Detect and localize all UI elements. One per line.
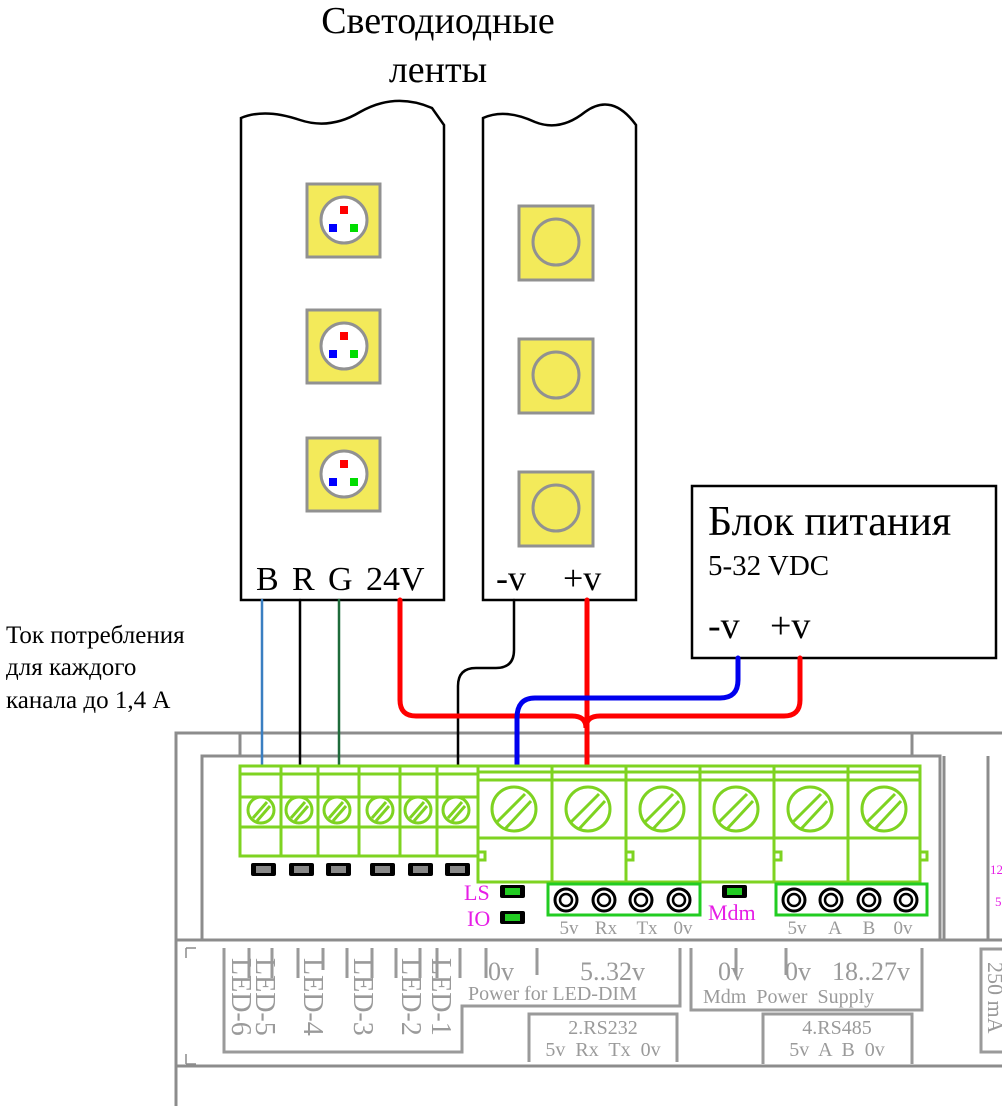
label-panel: LED-6 LED-5 LED-4 LED-3 LED-2 LED-1 0v 5… bbox=[222, 947, 1002, 1064]
rs232-pin-label-0v: 0v bbox=[674, 918, 694, 939]
screw-small-2 bbox=[284, 795, 314, 825]
io-label: IO bbox=[467, 906, 490, 931]
screw-small-3 bbox=[322, 795, 352, 825]
power-supply-title: Блок питания bbox=[708, 499, 951, 545]
screw-large-3 bbox=[638, 785, 686, 833]
green-die bbox=[350, 224, 358, 232]
label-plus-v: +v bbox=[563, 558, 601, 598]
rs232-pin-label-rx: Rx bbox=[595, 918, 618, 939]
label-minus-v: -v bbox=[496, 558, 526, 598]
rs485-pin-a bbox=[818, 887, 844, 913]
rs232-pin-rx bbox=[591, 887, 617, 913]
rgb-led-strip: B R G 24V bbox=[239, 99, 446, 602]
label-r: R bbox=[292, 561, 315, 598]
screw-large-4 bbox=[712, 785, 760, 833]
screw-large-2 bbox=[564, 785, 612, 833]
status-indicators: LS IO Mdm bbox=[464, 880, 756, 931]
rs485-pin-5v bbox=[781, 887, 807, 913]
led-dim-range: 5..32v bbox=[580, 957, 645, 986]
blue-die bbox=[329, 224, 337, 232]
screw-large-6 bbox=[860, 785, 908, 833]
mdm-0v-1: 0v bbox=[718, 957, 744, 986]
red-die bbox=[340, 206, 348, 214]
rs485-pin-label-0v: 0v bbox=[894, 918, 914, 939]
power-supply-box: Блок питания 5-32 VDC -v +v bbox=[690, 484, 998, 660]
note-line-1: Ток потребления bbox=[6, 622, 185, 649]
current-note: Ток потребления для каждого канала до 1,… bbox=[6, 622, 185, 714]
ps-minus-label: -v bbox=[708, 605, 740, 647]
note-line-2: для каждого bbox=[6, 654, 136, 681]
smd-led-3 bbox=[326, 863, 351, 876]
side-label-12: 12 bbox=[990, 862, 1002, 877]
mdm-0v-2: 0v bbox=[785, 957, 811, 986]
rs232-pin-5v bbox=[553, 887, 579, 913]
ls-label: LS bbox=[464, 880, 490, 905]
mdm-power-caption: Mdm Power Supply bbox=[703, 986, 874, 1008]
ls-led bbox=[500, 885, 525, 898]
rs485-box-pins: 5v A B 0v bbox=[789, 1039, 885, 1061]
ps-plus-label: +v bbox=[770, 605, 810, 647]
rs232-pin-label-5v: 5v bbox=[560, 918, 580, 939]
rs232-box-pins: 5v Rx Tx 0v bbox=[545, 1039, 660, 1061]
wire-negative bbox=[514, 655, 741, 769]
title-line-2: ленты bbox=[389, 49, 487, 91]
rs485-box-title: 4.RS485 bbox=[802, 1017, 871, 1039]
screw-small-5 bbox=[403, 795, 433, 825]
rs232-pin-label-tx: Tx bbox=[636, 918, 658, 939]
rs485-pin-b bbox=[856, 887, 882, 913]
mdm-label: Mdm bbox=[708, 900, 756, 925]
channel-label-led-2: LED-2 bbox=[395, 958, 426, 1036]
rs232-box-title: 2.RS232 bbox=[568, 1017, 637, 1039]
terminal-block bbox=[238, 764, 929, 884]
title-line-1: Светодиодные bbox=[321, 0, 555, 42]
controller-housing bbox=[174, 731, 1002, 1106]
screw-large-1 bbox=[490, 785, 538, 833]
rs485-pin-0v bbox=[893, 887, 919, 913]
wire-white-minus bbox=[456, 598, 516, 768]
led-dim-caption: Power for LED-DIM bbox=[468, 983, 637, 1005]
rgb-led-1 bbox=[305, 182, 382, 259]
mdm-range: 18..27v bbox=[832, 957, 910, 986]
label-g: G bbox=[328, 561, 353, 598]
rs485-pin-label-a: A bbox=[828, 918, 842, 939]
white-led-3 bbox=[517, 470, 595, 548]
channel-label-led-1: LED-1 bbox=[425, 958, 456, 1036]
white-led-1 bbox=[517, 204, 595, 282]
label-24v: 24V bbox=[366, 561, 425, 598]
wires bbox=[260, 597, 803, 769]
white-led-strip: -v +v bbox=[481, 103, 638, 602]
channel-indicators bbox=[251, 863, 470, 876]
smd-led-5 bbox=[408, 863, 433, 876]
side-label-5: 5 bbox=[995, 894, 1002, 909]
mdm-led bbox=[722, 885, 747, 898]
led-dim-0v: 0v bbox=[488, 957, 514, 986]
channel-label-led-6: LED-6 bbox=[225, 958, 256, 1036]
channel-label-led-3: LED-3 bbox=[347, 958, 378, 1036]
screw-small-4 bbox=[365, 795, 395, 825]
smd-led-6 bbox=[445, 863, 470, 876]
rgb-led-2 bbox=[305, 308, 382, 385]
smd-led-4 bbox=[370, 863, 395, 876]
side-current-label: 250 mA bbox=[983, 962, 1002, 1034]
label-b: B bbox=[256, 561, 279, 598]
screw-large-5 bbox=[786, 785, 834, 833]
smd-led-2 bbox=[289, 863, 314, 876]
power-supply-voltage: 5-32 VDC bbox=[708, 550, 829, 582]
rs485-pin-label-5v: 5v bbox=[788, 918, 808, 939]
screw-small-1 bbox=[246, 795, 276, 825]
note-line-3: канала до 1,4 А bbox=[6, 687, 170, 714]
screw-small-6 bbox=[441, 795, 471, 825]
rs232-pin-0v bbox=[666, 887, 692, 913]
channel-label-led-5: LED-5 bbox=[249, 958, 280, 1036]
rs485-pin-label-b: B bbox=[863, 918, 876, 939]
rs232-header: 5v Rx Tx 0v bbox=[546, 882, 702, 939]
white-led-2 bbox=[517, 337, 595, 415]
rgb-led-3 bbox=[305, 436, 382, 513]
io-led bbox=[500, 911, 525, 924]
rs232-pin-tx bbox=[628, 887, 654, 913]
channel-label-led-4: LED-4 bbox=[297, 958, 328, 1036]
smd-led-1 bbox=[251, 863, 276, 876]
rs485-header: 5v A B 0v bbox=[774, 882, 929, 939]
